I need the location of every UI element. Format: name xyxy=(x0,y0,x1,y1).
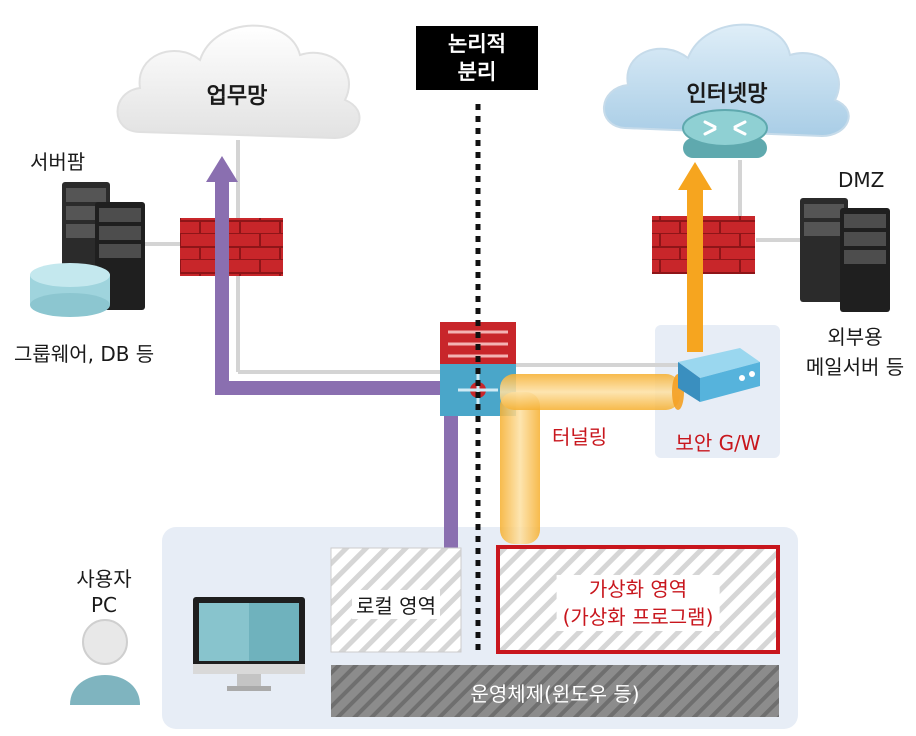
groupware-db-label: 그룹웨어, DB 등 xyxy=(14,342,155,366)
work-path-arrow xyxy=(206,156,458,548)
virtual-area-line2: (가상화 프로그램) xyxy=(562,605,714,629)
operating-system-bar xyxy=(331,665,779,717)
local-area-label: 로컬 영역 xyxy=(352,590,440,619)
work-network-label: 업무망 xyxy=(206,84,268,109)
dmz-label: DMZ xyxy=(838,168,885,192)
security-gateway-icon xyxy=(678,348,760,402)
monitor-icon xyxy=(193,597,305,691)
database-icon xyxy=(30,263,110,317)
mail-server-line1: 외부용 xyxy=(827,325,883,349)
tunnel-tube xyxy=(500,374,684,544)
logical-separation-line1: 논리적 xyxy=(448,32,506,56)
tunneling-label: 터널링 xyxy=(552,425,608,449)
internet-path-arrow xyxy=(678,162,712,352)
virtual-area-line1: 가상화 영역 xyxy=(588,577,688,601)
server-farm-label: 서버팜 xyxy=(30,150,86,174)
operating-system-label: 운영체제(윈도우 등) xyxy=(470,682,640,706)
user-pc-label: 사용자 PC xyxy=(76,566,131,618)
internet-network-label: 인터넷망 xyxy=(686,82,768,107)
logical-separation-label: 논리적 분리 xyxy=(416,26,538,90)
internet-cloud xyxy=(603,23,850,138)
firewall-left-icon xyxy=(180,218,283,276)
router-icon xyxy=(682,109,768,158)
dmz-server-icon xyxy=(800,198,890,312)
user-pc-line1: 사용자 xyxy=(76,567,132,591)
logical-separation-line2: 분리 xyxy=(457,60,497,84)
mail-server-label: 외부용 메일서버 등 xyxy=(806,322,904,382)
work-network-cloud xyxy=(116,24,361,140)
user-pc-line2: PC xyxy=(90,593,118,617)
security-gw-label: 보안 G/W xyxy=(675,431,761,455)
mail-server-line2: 메일서버 등 xyxy=(805,355,905,379)
firewall-right-icon xyxy=(652,216,755,274)
user-avatar-icon xyxy=(70,619,140,705)
virtual-area-label: 가상화 영역 (가상화 프로그램) xyxy=(556,575,720,631)
